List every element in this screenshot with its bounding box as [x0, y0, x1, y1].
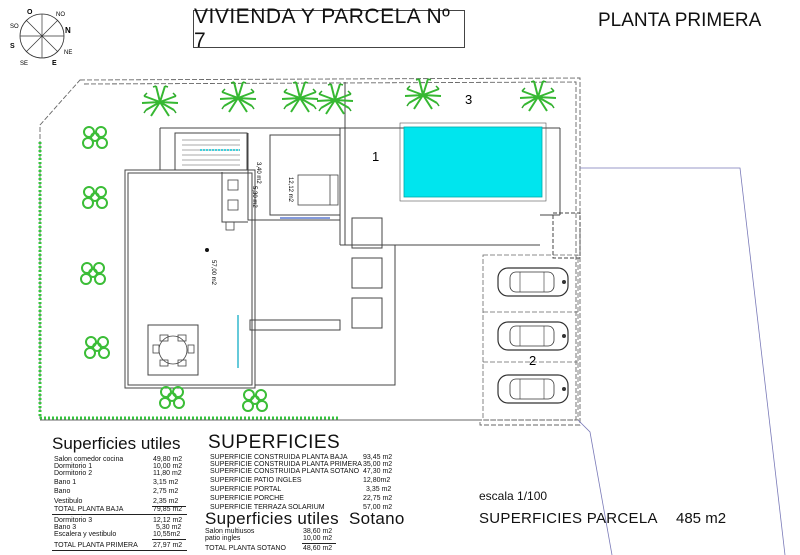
table-row-label: SUPERFICIE TERRAZA SOLARIUM: [210, 504, 325, 511]
parcel-area-label: SUPERFICIES PARCELA: [479, 510, 658, 527]
table-row-value: 38,60 m2: [303, 528, 333, 535]
table-row-label: SUPERFICIE PORTAL: [210, 486, 282, 493]
table-row-value: 79,85 m2: [153, 506, 183, 513]
table-row-value: 27,97 m2: [153, 542, 183, 549]
compass-e: E: [52, 60, 57, 67]
table-row-value: 12,12 m2: [153, 517, 183, 524]
table-row-value: 11,80 m2: [153, 470, 182, 477]
parcel-boundary: [39, 77, 581, 426]
area-bath: 5,30 m2: [251, 186, 257, 208]
table-row-value: 35,00 m2: [363, 461, 393, 468]
stairs: [182, 139, 240, 166]
table-row-label: Dormitorio 3: [54, 517, 93, 524]
compass-ne: NE: [64, 50, 72, 56]
table-row-label: SUPERFICIE CONSTRUIDA PLANTA SOTANO: [210, 468, 360, 475]
table-row-total: TOTAL PLANTA PRIMERA: [54, 542, 138, 549]
compass-rose: O NO N SO S SE E NE: [10, 9, 72, 67]
table-row-label: Escalera y vestibulo: [54, 531, 117, 538]
compass-n: N: [65, 26, 71, 35]
area-bedroom: 12,12 m2: [287, 177, 293, 203]
table-row-value: 49,80 m2: [153, 456, 183, 463]
interior-details: [237, 217, 330, 368]
area-stair: 3,40 m2: [255, 162, 261, 184]
total-rule: [52, 514, 187, 515]
table-row-total: TOTAL PLANTA SOTANO: [205, 545, 286, 552]
pool: [403, 126, 543, 198]
floor-title: PLANTA PRIMERA: [598, 10, 762, 31]
table-row-value: 2,35 m2: [153, 498, 179, 505]
hedge: [38, 142, 340, 420]
compass-so: SO: [10, 24, 19, 30]
compass-s: S: [10, 43, 15, 50]
parcel-area-value: 485 m2: [676, 510, 727, 527]
superficies-utiles-heading: Superficies utiles: [52, 434, 181, 453]
table-row-value: 5,30 m2: [156, 524, 182, 531]
table-row-value: 93,45 m2: [363, 454, 393, 461]
table-row-label: SUPERFICIE CONSTRUIDA PLANTA PRIMERA: [210, 461, 362, 468]
table-row-value: 10,55m2: [153, 531, 181, 538]
scale-label: escala 1/100: [479, 489, 548, 503]
site-lines: [577, 167, 786, 555]
patio-table: [152, 334, 195, 367]
area-terrace: 57,00 m2: [210, 260, 216, 286]
zone-2-label: 2: [529, 353, 536, 368]
table-row-value: 3,35 m2: [366, 486, 392, 493]
table-row-label: SUPERFICIE PORCHE: [210, 495, 284, 502]
table-row-value: 22,75 m2: [363, 495, 393, 502]
table-row-label: SUPERFICIE CONSTRUIDA PLANTA BAJA: [210, 454, 348, 461]
table-row-label: Dormitorio 1: [54, 463, 93, 470]
table-row-label: patio ingles: [205, 535, 241, 542]
house-walls: [124, 82, 581, 389]
compass-no: NO: [56, 12, 65, 18]
table-row-value: 10,00 m2: [303, 535, 333, 542]
table-row-total: TOTAL PLANTA BAJA: [54, 506, 124, 513]
superficies-sotano-heading: Superficies utiles Sotano: [205, 509, 405, 528]
plan-title-box: VIVIENDA Y PARCELA Nº 7: [193, 5, 465, 52]
zone-3-label: 3: [465, 92, 472, 107]
table-row-value: 47,30 m2: [363, 468, 393, 475]
table-row-label: Salon multiusos: [205, 528, 255, 535]
plan-title: VIVIENDA Y PARCELA Nº 7: [194, 5, 451, 52]
table-row-label: Bano 1: [54, 479, 77, 486]
superficies-sotano-table: Salon multiusos 38,60 m2 patio ingles 10…: [205, 528, 345, 554]
table-row-value: 3,15 m2: [153, 479, 179, 486]
total-rule: [52, 550, 187, 551]
table-row-value: 48,60 m2: [303, 545, 333, 552]
compass-o: O: [27, 9, 33, 16]
parking: [482, 254, 579, 421]
table-row-value: 57,00 m2: [363, 504, 393, 511]
table-row-value: 12,80m2: [363, 477, 391, 484]
table-row-value: 10,00 m2: [153, 463, 183, 470]
table-row-label: Dormitorio 2: [54, 470, 93, 477]
table-row-label: Bano: [54, 488, 71, 495]
superficies-heading: SUPERFICIES: [208, 432, 341, 453]
subtotal-rule: [302, 543, 336, 544]
table-row-label: Vestibulo: [54, 498, 83, 505]
subtotal-rule: [152, 506, 186, 507]
table-row-label: Salon comedor cocina: [54, 456, 124, 463]
table-row-label: Bano 3: [54, 524, 77, 531]
table-row-label: SUPERFICIE PATIO INGLES: [210, 477, 302, 484]
superficies-utiles-table: Salon comedor cocina 49,80 m2 Dormitorio…: [52, 456, 192, 551]
superficies-table: SUPERFICIE CONSTRUIDA PLANTA BAJA 93,45 …: [208, 454, 398, 511]
bedroom-furniture: [225, 174, 339, 231]
subtotal-rule: [152, 539, 186, 540]
table-row-value: 2,75 m2: [153, 488, 179, 495]
zone-1-label: 1: [372, 149, 379, 164]
compass-se: SE: [20, 61, 28, 67]
